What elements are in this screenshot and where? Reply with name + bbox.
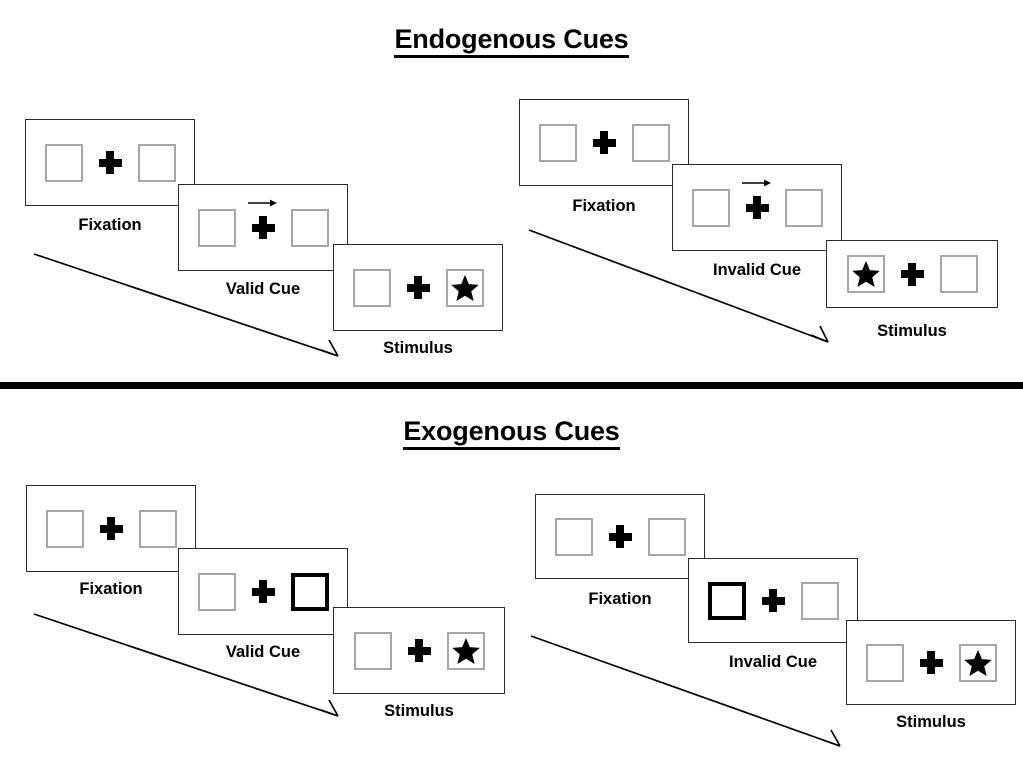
display-exogenous-invalid-fixation	[554, 517, 686, 556]
slot-right	[939, 255, 978, 293]
panel-endogenous-invalid-cue[interactable]	[672, 164, 842, 251]
star-icon	[963, 649, 992, 676]
plus-icon	[919, 651, 943, 674]
slot-right	[137, 143, 176, 182]
slot-right	[446, 631, 485, 670]
plus-icon	[900, 262, 924, 286]
step-label-endogenous-invalid-cue: Invalid Cue	[712, 261, 802, 279]
display-endogenous-valid-stimulus	[352, 268, 484, 307]
step-label-endogenous-valid-stimulus: Stimulus	[383, 339, 453, 357]
panel-exogenous-valid-fixation[interactable]	[26, 485, 196, 572]
plus-icon	[406, 276, 430, 299]
plus-icon	[592, 131, 616, 154]
step-label-exogenous-invalid-cue: Invalid Cue	[728, 653, 818, 671]
step-label-exogenous-valid-fixation: Fixation	[79, 580, 143, 598]
panel-endogenous-valid-stimulus[interactable]	[333, 244, 503, 331]
slot-left	[538, 123, 577, 162]
section-title-endogenous-text: Endogenous Cues	[394, 24, 629, 58]
slot-right	[445, 268, 484, 307]
panel-exogenous-valid-stimulus[interactable]	[333, 607, 505, 694]
slot-left-cued	[707, 581, 746, 620]
section-title-exogenous-text: Exogenous Cues	[403, 416, 620, 450]
step-label-endogenous-invalid-stimulus: Stimulus	[877, 322, 947, 340]
slot-left	[691, 188, 730, 227]
display-exogenous-invalid-cue	[707, 581, 839, 620]
step-label-exogenous-valid-stimulus: Stimulus	[384, 702, 454, 720]
section-title-exogenous: Exogenous Cues	[0, 416, 1023, 450]
star-icon	[451, 637, 480, 664]
section-title-endogenous: Endogenous Cues	[0, 24, 1023, 58]
slot-left	[846, 255, 885, 293]
step-label-exogenous-invalid-fixation: Fixation	[588, 590, 652, 608]
slot-left	[352, 268, 391, 307]
slot-right	[958, 643, 997, 682]
display-exogenous-valid-cue	[197, 572, 329, 611]
panel-endogenous-invalid-stimulus[interactable]	[826, 240, 998, 308]
slot-right	[800, 581, 839, 620]
step-label-endogenous-invalid-fixation: Fixation	[572, 197, 636, 215]
time-arrow-exogenous-invalid	[530, 635, 841, 747]
plus-icon	[407, 639, 431, 662]
plus-icon	[251, 580, 275, 603]
slot-left	[865, 643, 904, 682]
slot-left	[197, 208, 236, 247]
display-endogenous-invalid-fixation	[538, 123, 670, 162]
plus-icon	[98, 151, 122, 174]
plus-icon	[99, 517, 123, 540]
arrow-right-icon	[248, 199, 277, 207]
slot-right-cued	[290, 572, 329, 611]
star-icon	[450, 274, 479, 301]
step-label-endogenous-valid-cue: Valid Cue	[225, 280, 301, 298]
display-endogenous-valid-fixation	[44, 143, 176, 182]
arrow-right-icon	[742, 179, 771, 187]
slot-right	[631, 123, 670, 162]
display-exogenous-invalid-stimulus	[865, 643, 997, 682]
panel-endogenous-invalid-fixation[interactable]	[519, 99, 689, 186]
display-endogenous-invalid-stimulus	[846, 255, 978, 293]
plus-icon	[742, 179, 771, 219]
plus-icon	[761, 589, 785, 612]
step-label-exogenous-invalid-stimulus: Stimulus	[896, 713, 966, 731]
slot-left	[44, 143, 83, 182]
panel-exogenous-invalid-fixation[interactable]	[535, 494, 705, 579]
plus-icon	[608, 525, 632, 548]
panel-exogenous-valid-cue[interactable]	[178, 548, 348, 635]
slot-left	[197, 572, 236, 611]
slot-right	[290, 208, 329, 247]
display-endogenous-invalid-cue	[691, 179, 823, 227]
slot-right	[784, 188, 823, 227]
slot-left	[353, 631, 392, 670]
panel-endogenous-valid-fixation[interactable]	[25, 119, 195, 206]
star-icon	[851, 261, 880, 287]
display-endogenous-valid-cue	[197, 199, 329, 247]
slot-right	[138, 509, 177, 548]
section-divider	[0, 382, 1023, 389]
step-label-exogenous-valid-cue: Valid Cue	[225, 643, 301, 661]
panel-endogenous-valid-cue[interactable]	[178, 184, 348, 271]
display-exogenous-valid-stimulus	[353, 631, 485, 670]
plus-icon	[248, 199, 277, 239]
slot-right	[647, 517, 686, 556]
slot-left	[554, 517, 593, 556]
panel-exogenous-invalid-cue[interactable]	[688, 558, 858, 643]
panel-exogenous-invalid-stimulus[interactable]	[846, 620, 1016, 705]
slot-left	[45, 509, 84, 548]
step-label-endogenous-valid-fixation: Fixation	[78, 216, 142, 234]
display-exogenous-valid-fixation	[45, 509, 177, 548]
